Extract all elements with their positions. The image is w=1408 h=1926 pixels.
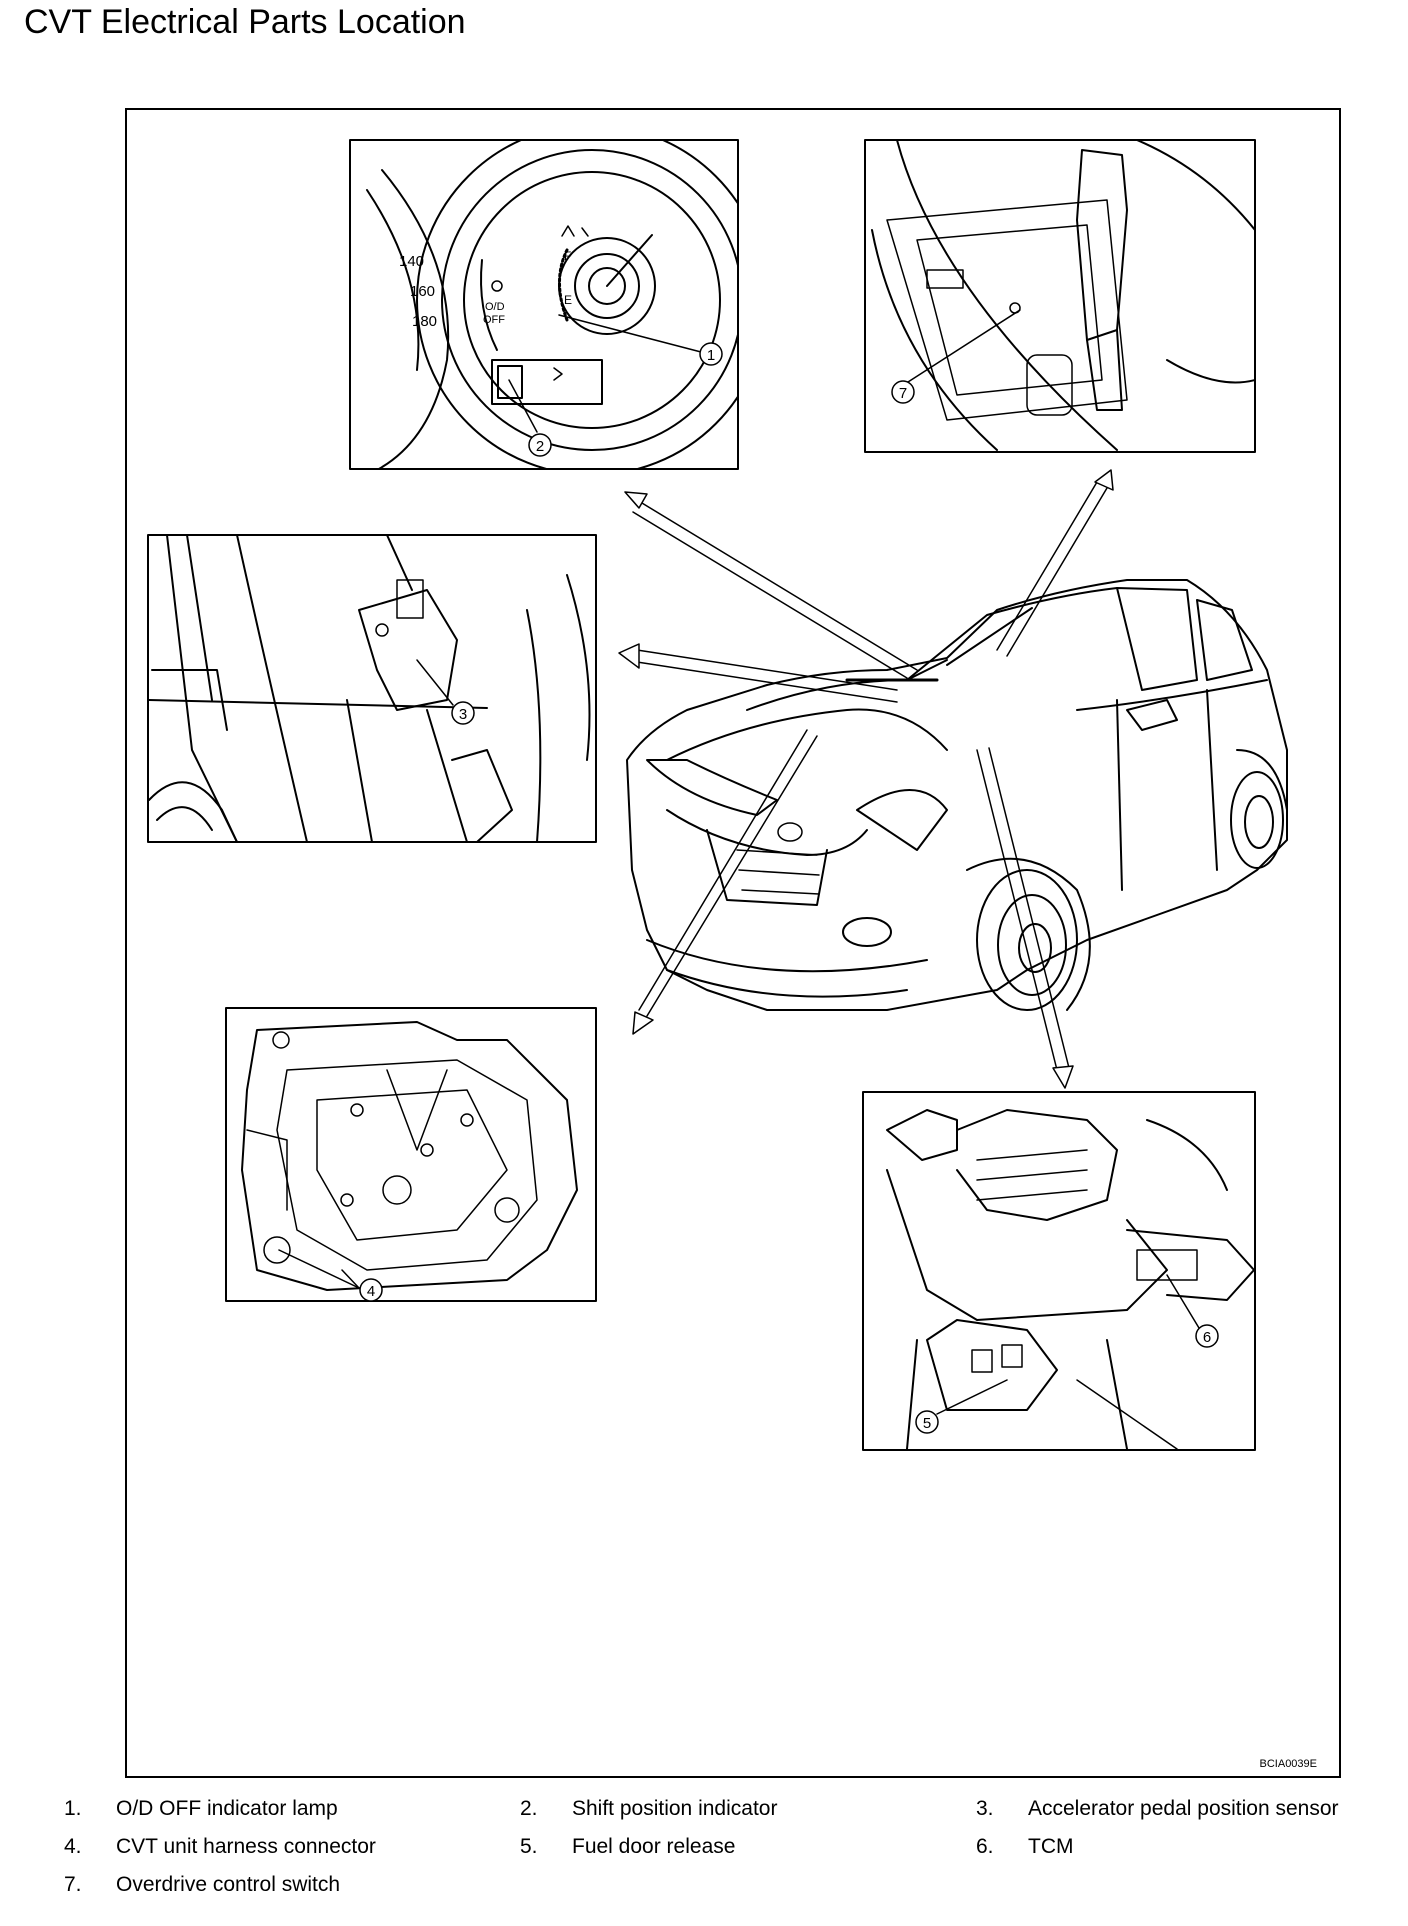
speed-140: 140 xyxy=(399,253,424,270)
legend-label: Shift position indicator xyxy=(572,1797,778,1820)
figure-code: BCIA0039E xyxy=(1259,1758,1317,1770)
legend-number: 3. xyxy=(976,1797,994,1820)
diagram-canvas: 140 160 180 O/D OFF F E 1 2 xyxy=(147,139,1288,1451)
fuel-empty-label: E xyxy=(564,293,572,307)
legend-number: 2. xyxy=(520,1797,538,1820)
legend-label: O/D OFF indicator lamp xyxy=(116,1797,338,1820)
speed-180: 180 xyxy=(412,313,437,330)
fuel-full-label: F xyxy=(564,249,571,263)
page-title: CVT Electrical Parts Location xyxy=(24,3,466,41)
parts-location-diagram: 140 160 180 O/D OFF F E 1 2 xyxy=(125,108,1341,1778)
legend-number: 1. xyxy=(64,1797,82,1820)
panel-fuel-door-tcm: 6 5 xyxy=(862,1091,1256,1451)
car-illustration xyxy=(626,579,1288,1011)
callout-3: 3 xyxy=(459,706,467,723)
callout-1: 1 xyxy=(707,347,715,364)
callout-4: 4 xyxy=(367,1283,375,1300)
legend-number: 6. xyxy=(976,1835,994,1858)
legend-label: TCM xyxy=(1028,1835,1074,1858)
legend-label: CVT unit harness connector xyxy=(116,1835,376,1858)
callout-7: 7 xyxy=(899,385,907,402)
legend-number: 7. xyxy=(64,1873,82,1896)
legend-label: Fuel door release xyxy=(572,1835,736,1858)
od-label-line2: OFF xyxy=(483,314,505,326)
legend-number: 5. xyxy=(520,1835,538,1858)
callout-2: 2 xyxy=(536,438,544,455)
panel-shift-console: 7 xyxy=(864,139,1256,453)
panel-cvt-unit: 4 xyxy=(225,1007,597,1302)
legend-label: Overdrive control switch xyxy=(116,1873,341,1896)
pointer-arrows xyxy=(618,469,1114,1089)
speed-160: 160 xyxy=(410,283,435,300)
panel-instrument-cluster: 140 160 180 O/D OFF F E 1 2 xyxy=(349,139,739,470)
legend-label: Accelerator pedal position sensor xyxy=(1028,1797,1339,1820)
panel-accelerator-pedal: 3 xyxy=(147,534,597,843)
callout-6: 6 xyxy=(1203,1329,1211,1346)
callout-5: 5 xyxy=(923,1415,931,1432)
legend-number: 4. xyxy=(64,1835,82,1858)
od-label-line1: O/D xyxy=(485,301,505,313)
